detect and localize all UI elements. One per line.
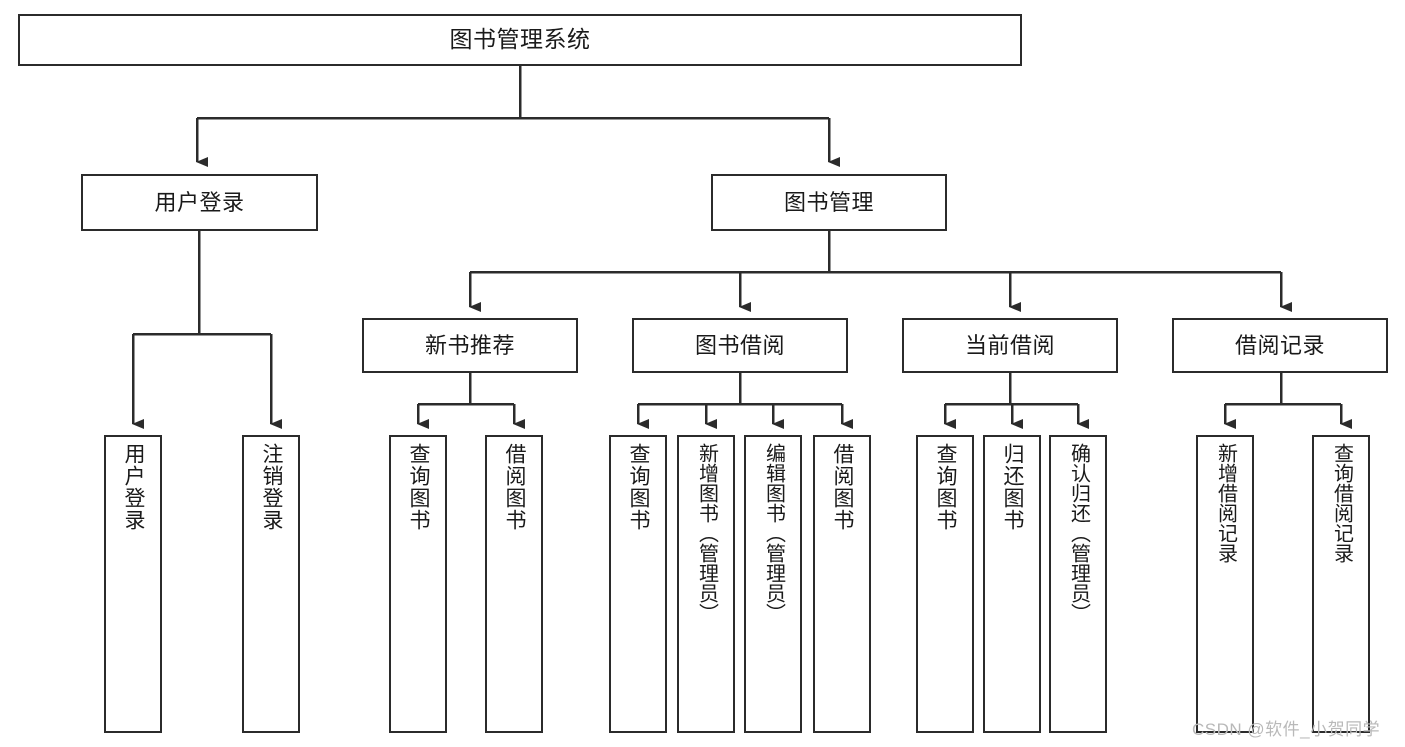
- node-leaf-current-query-book[interactable]: 查询图书: [916, 435, 974, 733]
- node-leaf-record-query[interactable]: 查询借阅记录: [1312, 435, 1370, 733]
- node-label: 查询借阅记录: [1330, 443, 1353, 563]
- node-label: 用户登录: [122, 443, 146, 531]
- node-leaf-logout[interactable]: 注销登录: [242, 435, 300, 733]
- node-label: 用户登录: [154, 189, 245, 215]
- node-leaf-borrow-add-book-admin[interactable]: 新增图书（管理员）: [677, 435, 735, 733]
- node-user-login[interactable]: 用户登录: [81, 174, 318, 231]
- node-label: 图书管理: [783, 189, 874, 215]
- node-label: 注销登录: [260, 443, 284, 531]
- node-book-management[interactable]: 图书管理: [711, 174, 947, 231]
- node-leaf-borrow-query-book[interactable]: 查询图书: [609, 435, 667, 733]
- node-leaf-borrow-borrow-book[interactable]: 借阅图书: [813, 435, 871, 733]
- node-label: 图书借阅: [694, 332, 785, 358]
- csdn-watermark: CSDN @软件_小贺同学: [1192, 720, 1381, 739]
- node-leaf-recommend-borrow-book[interactable]: 借阅图书: [485, 435, 543, 733]
- node-label: 借阅记录: [1234, 332, 1325, 358]
- node-leaf-current-confirm-return-admin[interactable]: 确认归还（管理员）: [1049, 435, 1107, 733]
- node-leaf-user-login[interactable]: 用户登录: [104, 435, 162, 733]
- node-label: 归还图书: [1001, 443, 1025, 531]
- node-leaf-borrow-edit-book-admin[interactable]: 编辑图书（管理员）: [744, 435, 802, 733]
- node-root-system[interactable]: 图书管理系统: [18, 14, 1022, 66]
- node-label: 查询图书: [934, 443, 958, 531]
- node-book-borrow[interactable]: 图书借阅: [632, 318, 848, 373]
- node-label: 当前借阅: [964, 332, 1055, 358]
- node-label: 新书推荐: [424, 332, 515, 358]
- node-leaf-recommend-query-book[interactable]: 查询图书: [389, 435, 447, 733]
- node-new-book-recommend[interactable]: 新书推荐: [362, 318, 578, 373]
- node-label: 图书管理系统: [449, 26, 591, 53]
- node-label: 查询图书: [407, 443, 431, 531]
- node-label: 借阅图书: [831, 443, 855, 531]
- node-label: 确认归还（管理员）: [1067, 443, 1090, 623]
- node-label: 查询图书: [627, 443, 651, 531]
- node-borrow-record[interactable]: 借阅记录: [1172, 318, 1388, 373]
- node-leaf-current-return-book[interactable]: 归还图书: [983, 435, 1041, 733]
- node-label: 新增借阅记录: [1214, 443, 1237, 563]
- node-label: 新增图书（管理员）: [695, 443, 718, 623]
- node-label: 借阅图书: [503, 443, 527, 531]
- node-label: 编辑图书（管理员）: [762, 443, 785, 623]
- node-current-borrow[interactable]: 当前借阅: [902, 318, 1118, 373]
- node-leaf-record-add[interactable]: 新增借阅记录: [1196, 435, 1254, 733]
